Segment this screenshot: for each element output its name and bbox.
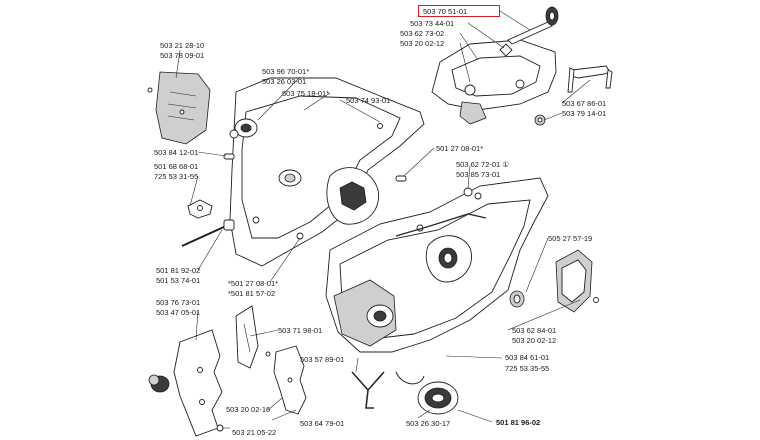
part-label: 503 47 05-01	[156, 308, 201, 317]
chain-guard-plate	[147, 71, 211, 145]
part-label: 503 74 93-01	[346, 96, 391, 105]
part-label: 503 20 02-12	[400, 39, 445, 48]
part-label: 503 62 73-02	[400, 29, 445, 38]
part-label: 503 84 12-01	[154, 148, 199, 157]
part-label: 503 70 51-01	[423, 7, 468, 16]
part-label: 725 53 31-55	[154, 172, 199, 181]
part-label: 501 27 08-01*	[436, 144, 484, 153]
part-label: 503 62 72-01 ①	[456, 160, 510, 169]
part-label: 503 21 05-22	[232, 428, 277, 437]
part-label: 503 57 89-01	[300, 355, 345, 364]
stud-bolt-part	[181, 199, 235, 247]
dowel-pin-left	[223, 153, 235, 160]
part-label: 503 20 02-12	[512, 336, 557, 345]
part-label: 503 26 30-17	[406, 419, 451, 428]
spike-plate-small	[273, 345, 307, 415]
leader-lines	[175, 10, 591, 429]
part-label: 503 85 73-01	[456, 170, 501, 179]
roller-part	[148, 374, 170, 393]
part-label: 505 27 57-19	[548, 234, 593, 243]
fill-cap-assembly	[395, 371, 459, 415]
part-label: 503 20 02-16	[226, 405, 271, 414]
clutch-cover-part	[555, 249, 599, 313]
bracket-clip-part	[567, 65, 613, 93]
bearing-part	[229, 118, 258, 139]
part-label: 503 96 70-01*	[262, 67, 310, 76]
part-label: 503 21 28-10	[160, 41, 205, 50]
part-label: 503 73 44-01	[410, 19, 455, 28]
part-label: *501 27 08-01*	[228, 279, 279, 288]
part-label: 503 75 18-01*	[282, 89, 330, 98]
throttle-rod-part	[395, 213, 487, 237]
part-label: 503 26 03-01	[262, 77, 307, 86]
part-label: 501 81 92-02	[156, 266, 201, 275]
part-label: 503 67 86-01	[562, 99, 607, 108]
part-label: 503 79 14-01	[562, 109, 607, 118]
crankcase-right-half	[325, 177, 549, 353]
oil-seal-part	[509, 290, 525, 308]
part-label: 501 68 68-01	[154, 162, 199, 171]
part-label: 503 84 61-01	[505, 353, 550, 362]
part-label: 501 81 96-02	[496, 418, 541, 427]
part-label: 503 78 09-01	[160, 51, 205, 60]
part-label: 503 71 98-01	[278, 326, 323, 335]
part-label: 725 53 35-55	[505, 364, 550, 373]
tension-spring-part	[351, 371, 385, 409]
small-screw-right	[534, 114, 546, 126]
highlight-box	[418, 5, 500, 17]
throttle-cable-part	[507, 6, 559, 45]
part-label: 501 53 74-01	[156, 276, 201, 285]
handle-bracket-assembly	[431, 39, 557, 125]
part-label: 503 62 84-01	[512, 326, 557, 335]
part-label: 503 76 73-01	[156, 298, 201, 307]
part-label: *501 81 57-02	[228, 289, 276, 298]
part-label: 503 64 79-01	[300, 419, 345, 428]
guide-plate-thin	[235, 305, 271, 369]
crankcase-left-half	[229, 77, 425, 267]
dowel-pin-center	[395, 175, 407, 182]
spike-plate-large	[173, 329, 223, 437]
